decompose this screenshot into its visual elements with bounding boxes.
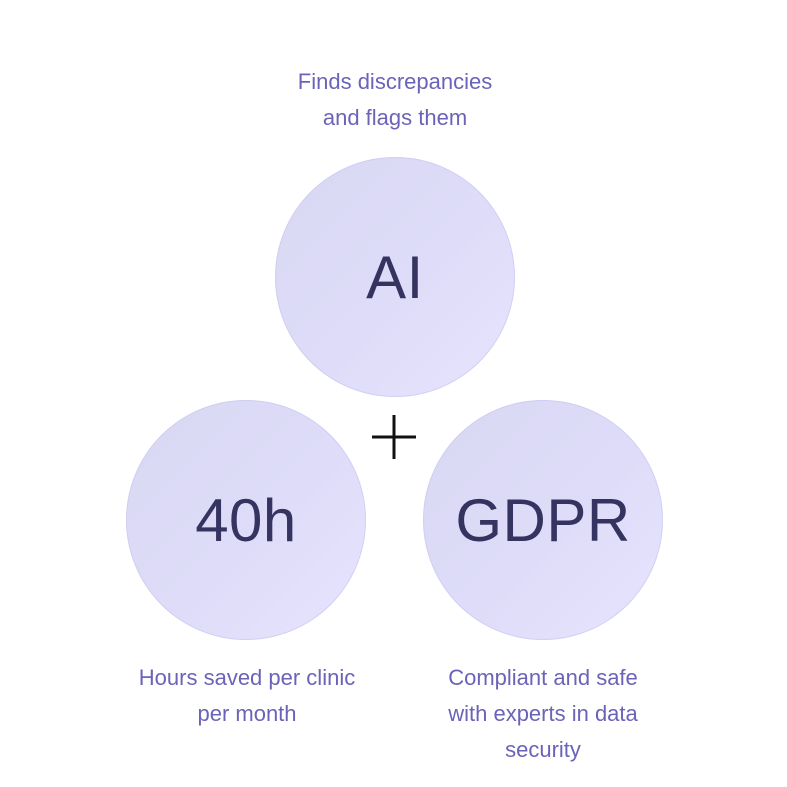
hours-caption: Hours saved per clinic per month: [138, 665, 356, 726]
gdpr-caption: Compliant and safe with experts in data …: [448, 665, 638, 762]
ai-caption: Finds discrepancies and flags them: [297, 69, 493, 130]
gdpr-circle: GDPR: [423, 400, 663, 640]
hours-label: 40h: [195, 486, 297, 554]
plus-icon: [372, 415, 416, 459]
hours-circle: 40h: [126, 400, 366, 640]
gdpr-label: GDPR: [455, 486, 631, 554]
ai-label: AI: [366, 243, 424, 311]
ai-circle: AI: [275, 157, 515, 397]
